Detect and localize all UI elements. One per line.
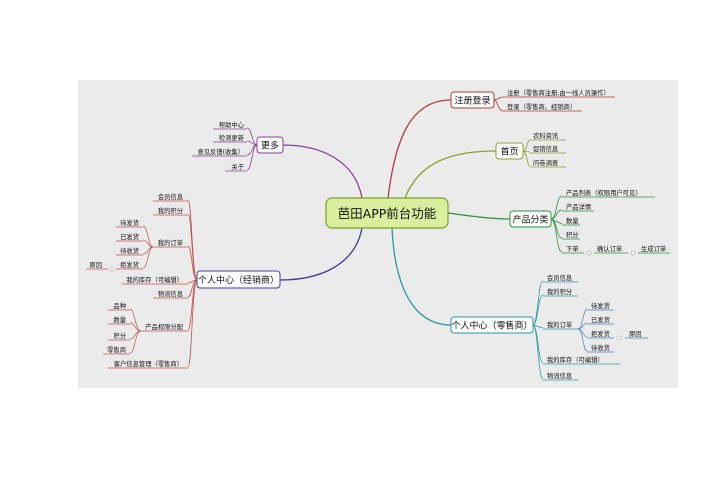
retail-order-1[interactable]: 已发货: [591, 315, 610, 324]
branch-line-retail: [391, 227, 452, 326]
product-order-generate[interactable]: 生成订单: [641, 244, 666, 253]
collapse-toggle[interactable]: [630, 250, 636, 256]
branch-line-home: [404, 150, 497, 199]
dealer-perm-0[interactable]: 品种: [113, 301, 126, 310]
dealer-child-5[interactable]: 产品权限分配: [145, 322, 183, 331]
node-home[interactable]: 首页: [495, 142, 524, 160]
dealer-child-2[interactable]: 我的订单: [158, 238, 183, 247]
more-child-2[interactable]: 意见反馈(收集）: [197, 147, 244, 156]
node-retail-center-label: 个人中心（零售商）: [451, 320, 532, 332]
dealer-perm-2[interactable]: 积分: [113, 331, 126, 340]
root-label: 芭田APP前台功能: [338, 206, 437, 221]
node-register-label: 注册登录: [454, 95, 490, 107]
retail-child-0[interactable]: 会员信息: [547, 273, 572, 282]
dealer-reject-reason[interactable]: 原因: [89, 261, 102, 269]
dealer-child-4[interactable]: 物流信息: [158, 289, 183, 298]
product-child-4[interactable]: 下单: [566, 244, 579, 253]
node-more-label: 更多: [261, 140, 279, 152]
dealer-connectors: [108, 199, 198, 369]
retail-child-4[interactable]: 物流信息: [547, 371, 572, 380]
product-child-0[interactable]: 产品列表（权限用户可见）: [566, 188, 642, 197]
dealer-child-3[interactable]: 我的库存（可编辑）: [126, 275, 183, 284]
node-dealer-center-label: 个人中心（经销商）: [198, 274, 279, 286]
dealer-order-1[interactable]: 已发货: [120, 232, 139, 241]
register-child-0[interactable]: 注册（零售商注册,由一线人员操作）: [507, 88, 610, 97]
node-retail-center[interactable]: 个人中心（零售商）: [450, 316, 534, 334]
branch-line-more: [282, 144, 363, 199]
collapse-toggle[interactable]: [616, 335, 622, 341]
retail-child-2[interactable]: 我的订单: [547, 320, 572, 329]
branch-line-product: [447, 212, 511, 220]
dealer-order-connectors: [86, 225, 154, 270]
dealer-child-1[interactable]: 我的积分: [158, 206, 184, 215]
retail-reject-reason[interactable]: 原因: [629, 330, 642, 338]
retail-connectors: [532, 280, 620, 381]
dealer-order-0[interactable]: 待发货: [120, 218, 139, 227]
retail-order-2[interactable]: 拒发货: [591, 329, 610, 338]
home-child-1[interactable]: 促销信息: [533, 144, 558, 153]
collapse-toggle[interactable]: [109, 266, 115, 272]
home-child-0[interactable]: 农科资讯: [533, 131, 559, 140]
dealer-perm-1[interactable]: 数量: [113, 315, 126, 324]
retail-child-3[interactable]: 我的库存（可编辑）: [547, 355, 604, 364]
home-connectors: [522, 139, 566, 168]
more-child-0[interactable]: 帮助中心: [219, 120, 245, 129]
product-connectors: [550, 195, 670, 254]
collapse-toggle[interactable]: [586, 250, 592, 256]
product-child-2[interactable]: 数量: [566, 216, 579, 225]
product-order-confirm[interactable]: 确认订单: [597, 244, 622, 253]
more-child-3[interactable]: 关于: [231, 162, 244, 171]
more-child-1[interactable]: 检测更新: [219, 133, 245, 142]
root-node[interactable]: 芭田APP前台功能: [325, 197, 449, 229]
more-connectors: [192, 127, 258, 172]
product-child-3[interactable]: 积分: [566, 230, 579, 239]
node-product[interactable]: 产品分类: [509, 210, 552, 228]
branch-line-register: [387, 99, 452, 199]
dealer-child-0[interactable]: 会员信息: [158, 192, 183, 201]
register-connectors: [493, 96, 615, 112]
dealer-order-3[interactable]: 拒发货: [120, 260, 139, 269]
retail-order-connectors: [577, 308, 648, 353]
dealer-child-6[interactable]: 客户信息管理（零售商）: [114, 359, 183, 368]
retail-order-0[interactable]: 待发货: [591, 301, 610, 310]
branch-line-dealer: [279, 227, 363, 281]
dealer-order-2[interactable]: 待收货: [120, 246, 139, 255]
register-child-1[interactable]: 登录（零售商、经销商）: [507, 102, 576, 111]
node-product-label: 产品分类: [512, 214, 548, 226]
home-child-2[interactable]: 问卷调查: [533, 158, 559, 167]
node-dealer-center[interactable]: 个人中心（经销商）: [196, 270, 281, 289]
dealer-perm-connectors: [103, 308, 142, 355]
retail-order-3[interactable]: 待收货: [591, 343, 610, 352]
product-child-1[interactable]: 产品详情: [566, 202, 592, 211]
node-more[interactable]: 更多: [256, 136, 284, 154]
canvas-background: [78, 80, 678, 388]
retail-child-1[interactable]: 我的积分: [547, 287, 573, 296]
node-register[interactable]: 注册登录: [450, 91, 495, 109]
node-home-label: 首页: [500, 146, 518, 158]
dealer-perm-3[interactable]: 零售商: [107, 345, 126, 354]
